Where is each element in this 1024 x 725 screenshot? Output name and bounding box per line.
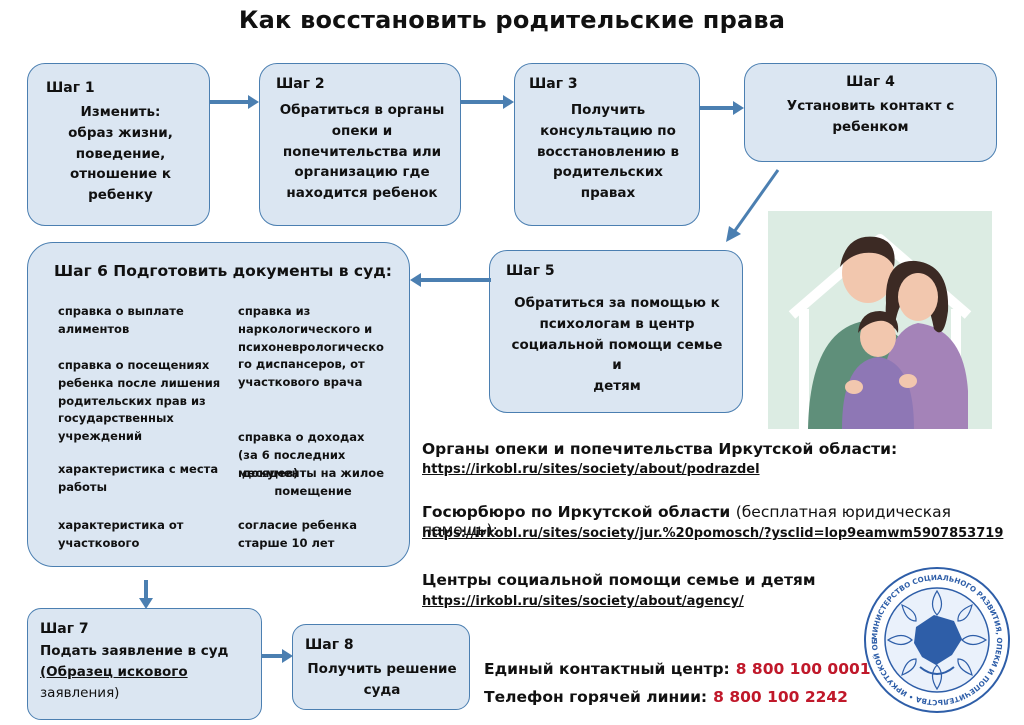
step-8-line: суда bbox=[363, 681, 401, 698]
family-hug-illustration bbox=[768, 211, 992, 429]
step-4-card: Шаг 4 Установить контакт с ребенком bbox=[744, 63, 997, 162]
contact-label: Единый контактный центр: bbox=[484, 660, 730, 678]
step-2-line: Обратиться в органы bbox=[279, 101, 445, 118]
step-3-line: консультацию по bbox=[540, 122, 676, 139]
document-item: справка о посещениях ребенка после лишен… bbox=[58, 358, 221, 444]
step-4-label: Шаг 4 bbox=[846, 74, 895, 90]
step-4-line: ребенком bbox=[832, 118, 909, 135]
arrow-step6-to-step7 bbox=[139, 580, 153, 609]
arrow-step2-to-step3 bbox=[461, 95, 514, 109]
step-2-line: находится ребенок bbox=[286, 185, 438, 202]
arrow-step3-to-step4 bbox=[700, 101, 744, 115]
step-3-line: Получить bbox=[570, 101, 646, 118]
page-title: Как восстановить родительские права bbox=[238, 6, 786, 34]
step-1-line: Изменить: bbox=[80, 103, 161, 120]
step-2-line: организацию где bbox=[294, 164, 430, 181]
step-7-line: заявления) bbox=[40, 684, 120, 701]
step-3-line: восстановлению в bbox=[536, 143, 680, 160]
step-1-card: Шаг 1 Изменить: образ жизни, поведение, … bbox=[27, 63, 210, 226]
resource-title: Госюрбюро по Иркутской области (бесплатн… bbox=[422, 503, 1024, 539]
document-item: характеристика от участкового bbox=[58, 518, 184, 550]
document-item: согласие ребенка старше 10 лет bbox=[238, 518, 357, 550]
step-4-line: Установить контакт с bbox=[786, 97, 955, 114]
contact-line: Единый контактный центр: 8 800 100 0001 bbox=[484, 660, 871, 678]
step-1-label: Шаг 1 bbox=[46, 80, 95, 96]
document-item: справка из наркологического и психоневро… bbox=[238, 304, 384, 390]
step-2-line: попечительства или bbox=[282, 143, 442, 160]
resource-title: Центры социальной помощи семье и детям bbox=[422, 571, 816, 589]
step-3-card: Шаг 3 Получить консультацию по восстанов… bbox=[514, 63, 700, 226]
ministry-emblem: МИНИСТЕРСТВО СОЦИАЛЬНОГО РАЗВИТИЯ, ОПЕКИ… bbox=[862, 565, 1010, 713]
step-5-line: детям bbox=[593, 378, 641, 395]
resource-link[interactable]: https://irkobl.ru/sites/society/about/ag… bbox=[422, 594, 744, 609]
step-2-card: Шаг 2 Обратиться в органы опеки и попечи… bbox=[259, 63, 461, 226]
sample-claim-link[interactable]: (Образец искового bbox=[40, 663, 188, 680]
document-item: справка о выплате алиментов bbox=[58, 304, 184, 336]
arrow-step1-to-step2 bbox=[210, 95, 259, 109]
step-8-label: Шаг 8 bbox=[305, 637, 354, 653]
step-3-line: родительских правах bbox=[552, 164, 664, 202]
step-6-card: Шаг 6 Подготовить документы в суд: справ… bbox=[27, 242, 410, 567]
phone-number[interactable]: 8 800 100 2242 bbox=[713, 688, 848, 706]
step-7-card: Шаг 7 Подать заявление в суд (Образец ис… bbox=[27, 608, 262, 720]
step-1-line: ребенку bbox=[88, 187, 153, 204]
contact-label: Телефон горячей линии: bbox=[484, 688, 708, 706]
step-2-label: Шаг 2 bbox=[276, 76, 325, 92]
phone-number[interactable]: 8 800 100 0001 bbox=[735, 660, 871, 678]
step-3-label: Шаг 3 bbox=[529, 76, 578, 92]
resource-title-text: Госюрбюро по Иркутской области bbox=[422, 503, 731, 521]
resource-title: Органы опеки и попечительства Иркутской … bbox=[422, 440, 898, 458]
arrow-step4-to-step5 bbox=[726, 169, 780, 242]
document-item: характеристика с места работы bbox=[58, 462, 219, 494]
step-5-line: Обратиться за помощью к bbox=[514, 294, 720, 311]
step-5-line: психологам в центр bbox=[539, 315, 695, 332]
step-8-card: Шаг 8 Получить решение суда bbox=[292, 624, 470, 710]
step-7-label: Шаг 7 bbox=[40, 621, 89, 637]
step-5-line: социальной помощи семье и bbox=[511, 336, 723, 374]
step-7-line: Подать заявление в суд bbox=[40, 642, 229, 659]
document-item: справка о доходах (за 6 последних месяце… bbox=[238, 430, 365, 480]
step-5-card: Шаг 5 Обратиться за помощью к психологам… bbox=[489, 250, 743, 413]
arrow-step7-to-step8 bbox=[262, 649, 293, 663]
step-1-line: образ жизни, bbox=[68, 124, 173, 141]
step-1-line: поведение, bbox=[75, 145, 166, 162]
document-item: документы на жилое помещение bbox=[241, 466, 385, 498]
step-2-line: опеки и bbox=[331, 122, 393, 139]
resource-link[interactable]: https://irkobl.ru/sites/society/about/po… bbox=[422, 462, 760, 477]
contact-line: Телефон горячей линии: 8 800 100 2242 bbox=[484, 688, 848, 706]
arrow-step5-to-step6 bbox=[410, 273, 491, 287]
step-8-line: Получить решение bbox=[307, 660, 457, 677]
resource-link[interactable]: https://irkobl.ru/sites/society/jur.%20p… bbox=[422, 526, 1004, 541]
step-6-label: Шаг 6 Подготовить документы в суд: bbox=[54, 262, 392, 280]
step-5-label: Шаг 5 bbox=[506, 263, 555, 279]
step-1-line: отношение к bbox=[70, 166, 171, 183]
resource-note: (бесплатная юридическая помощь): bbox=[422, 503, 951, 539]
documents-list: справка о выплате алиментов справка о по… bbox=[58, 303, 398, 563]
